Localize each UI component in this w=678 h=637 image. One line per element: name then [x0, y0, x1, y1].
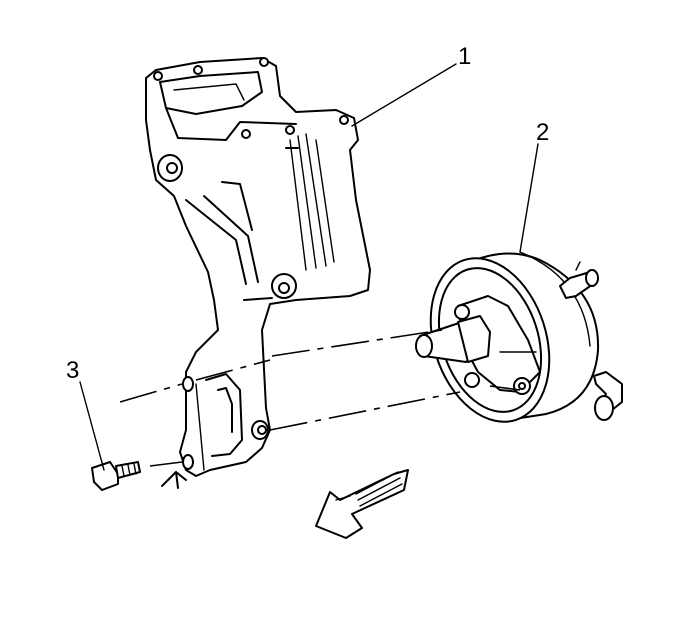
arrow-down-left-icon [315, 469, 409, 539]
mounting-bracket [145, 57, 371, 489]
leader-line-2 [519, 143, 539, 253]
alignment-lines [119, 329, 521, 467]
bolt [91, 461, 141, 491]
callout-label-3: 3 [66, 357, 79, 384]
callout-label-1: 1 [458, 43, 471, 70]
callout-label-2: 2 [536, 119, 549, 146]
pump [415, 251, 623, 423]
leader-line-1 [351, 63, 457, 127]
leader-line-3 [79, 381, 105, 471]
